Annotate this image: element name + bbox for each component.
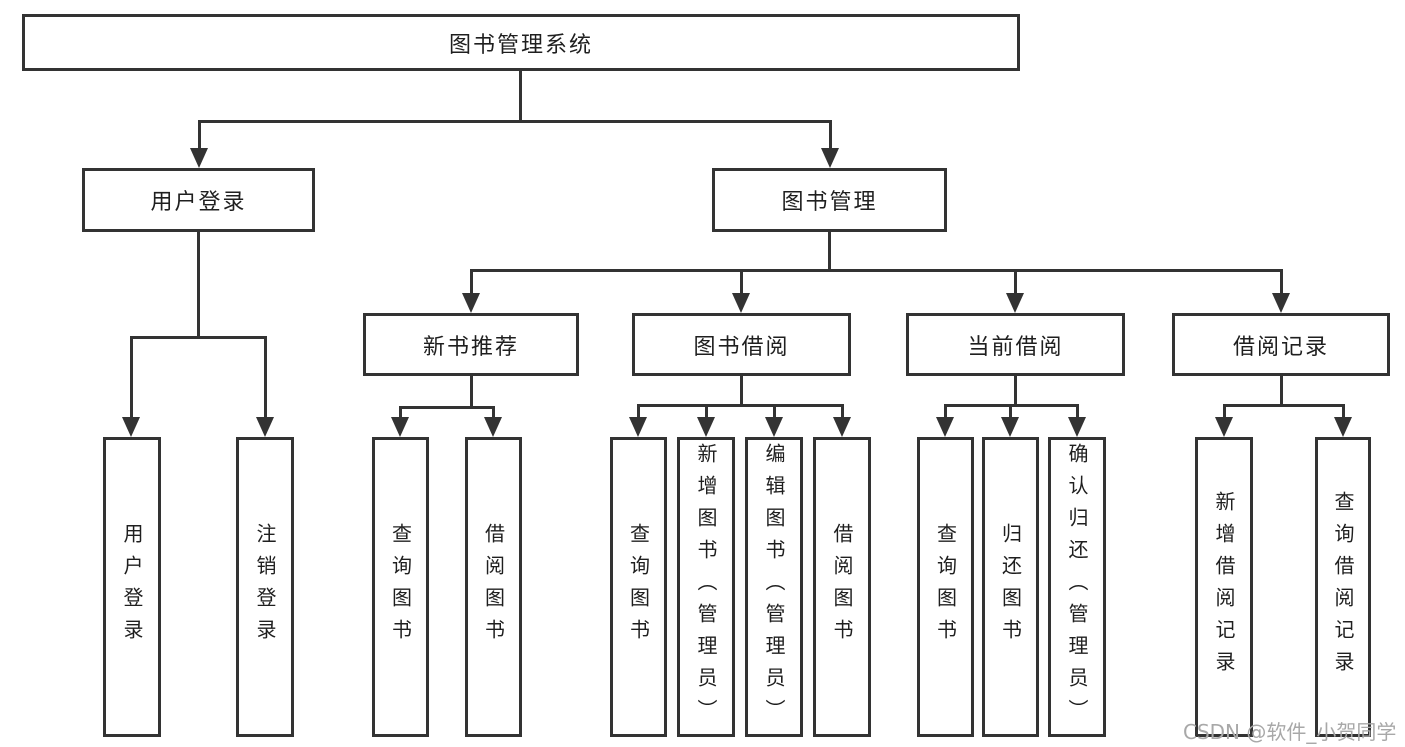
arrowhead-user-login	[190, 148, 208, 168]
node-borrow-records-label: 借阅记录	[1232, 334, 1329, 360]
leaf-confirm-return-admin: 确认归还（管理员）	[1048, 437, 1106, 737]
arrowhead-return-books	[1001, 417, 1019, 437]
connector-drop-user-login	[198, 120, 201, 150]
connector-drop-query-books-3	[944, 404, 947, 419]
leaf-add-books-admin: 新增图书（管理员）	[677, 437, 735, 737]
arrowhead-query-books-2	[629, 417, 647, 437]
arrowhead-query-record	[1334, 417, 1352, 437]
connector-drop-query-books-2	[637, 404, 640, 419]
leaf-query-books-1: 查询图书	[372, 437, 429, 737]
leaf-return-books: 归还图书	[982, 437, 1039, 737]
csdn-watermark: CSDN @软件_小贺同学	[1183, 720, 1397, 744]
node-new-book-recommend-label: 新书推荐	[422, 334, 519, 360]
connector-book-borrow-trunk	[740, 376, 743, 407]
connector-book-management-trunk	[828, 232, 831, 272]
node-book-borrow: 图书借阅	[632, 313, 851, 376]
connector-drop-leaf-logout	[264, 336, 267, 419]
arrowhead-add-record	[1215, 417, 1233, 437]
node-current-borrow-label: 当前借阅	[967, 334, 1064, 360]
leaf-borrow-books-1-label: 借阅图书	[481, 523, 506, 651]
node-root: 图书管理系统	[22, 14, 1020, 71]
node-root-label: 图书管理系统	[448, 32, 593, 58]
leaf-query-books-3: 查询图书	[917, 437, 974, 737]
connector-new-book-branch	[399, 406, 495, 409]
leaf-return-books-label: 归还图书	[998, 523, 1023, 651]
connector-drop-confirm-return	[1076, 404, 1079, 419]
leaf-borrow-books-1: 借阅图书	[465, 437, 522, 737]
node-user-login-label: 用户登录	[150, 190, 247, 215]
connector-drop-edit-books	[773, 404, 776, 419]
arrowhead-leaf-logout	[256, 417, 274, 437]
leaf-edit-books-admin: 编辑图书（管理员）	[745, 437, 803, 737]
leaf-query-books-1-label: 查询图书	[388, 523, 413, 651]
leaf-add-borrow-record: 新增借阅记录	[1195, 437, 1253, 737]
connector-drop-query-books-1	[399, 406, 402, 419]
leaf-edit-books-admin-label: 编辑图书（管理员）	[762, 443, 786, 731]
leaf-add-borrow-record-label: 新增借阅记录	[1212, 491, 1236, 683]
arrowhead-query-books-3	[936, 417, 954, 437]
connector-drop-leaf-user-login	[130, 336, 133, 419]
leaf-query-borrow-record: 查询借阅记录	[1315, 437, 1371, 737]
node-new-book-recommend: 新书推荐	[363, 313, 579, 376]
arrowhead-leaf-user-login	[122, 417, 140, 437]
node-book-management-label: 图书管理	[781, 190, 878, 215]
connector-book-management-branch	[470, 269, 1283, 272]
leaf-query-borrow-record-label: 查询借阅记录	[1331, 491, 1355, 683]
connector-drop-borrow-books-1	[492, 406, 495, 419]
connector-drop-add-record	[1223, 404, 1226, 419]
arrowhead-borrow-books-2	[833, 417, 851, 437]
arrowhead-query-books-1	[391, 417, 409, 437]
connector-current-borrow-trunk	[1014, 376, 1017, 407]
arrowhead-borrow-books-1	[484, 417, 502, 437]
connector-drop-current-borrow	[1014, 269, 1017, 295]
connector-user-login-trunk	[197, 232, 200, 339]
leaf-logout-label: 注销登录	[253, 523, 277, 651]
node-user-login: 用户登录	[82, 168, 315, 232]
leaf-user-login-label: 用户登录	[120, 523, 144, 651]
leaf-confirm-return-admin-label: 确认归还（管理员）	[1065, 443, 1089, 731]
connector-drop-book-management	[829, 120, 832, 150]
leaf-borrow-books-2: 借阅图书	[813, 437, 871, 737]
node-book-management: 图书管理	[712, 168, 947, 232]
arrowhead-borrow-records	[1272, 293, 1290, 313]
node-borrow-records: 借阅记录	[1172, 313, 1390, 376]
connector-drop-new-book	[470, 269, 473, 295]
connector-borrow-records-trunk	[1280, 376, 1283, 407]
leaf-add-books-admin-label: 新增图书（管理员）	[694, 443, 718, 731]
arrowhead-book-borrow	[732, 293, 750, 313]
arrowhead-current-borrow	[1006, 293, 1024, 313]
connector-drop-book-borrow	[740, 269, 743, 295]
arrowhead-book-management	[821, 148, 839, 168]
connector-drop-query-record	[1342, 404, 1345, 419]
leaf-query-books-2: 查询图书	[610, 437, 667, 737]
connector-user-login-branch	[130, 336, 267, 339]
node-current-borrow: 当前借阅	[906, 313, 1125, 376]
connector-borrow-records-branch	[1223, 404, 1345, 407]
connector-drop-add-books	[705, 404, 708, 419]
connector-drop-borrow-books-2	[841, 404, 844, 419]
leaf-logout: 注销登录	[236, 437, 294, 737]
leaf-user-login: 用户登录	[103, 437, 161, 737]
node-book-borrow-label: 图书借阅	[693, 334, 790, 360]
leaf-query-books-2-label: 查询图书	[626, 523, 651, 651]
leaf-borrow-books-2-label: 借阅图书	[830, 523, 854, 651]
connector-root-branch	[198, 120, 832, 123]
arrowhead-confirm-return	[1068, 417, 1086, 437]
connector-drop-borrow-records	[1280, 269, 1283, 295]
arrowhead-new-book	[462, 293, 480, 313]
leaf-query-books-3-label: 查询图书	[933, 523, 958, 651]
arrowhead-edit-books	[765, 417, 783, 437]
connector-book-borrow-branch	[637, 404, 844, 407]
connector-root-trunk	[519, 70, 522, 123]
connector-drop-return-books	[1009, 404, 1012, 419]
arrowhead-add-books	[697, 417, 715, 437]
connector-new-book-trunk	[470, 376, 473, 409]
